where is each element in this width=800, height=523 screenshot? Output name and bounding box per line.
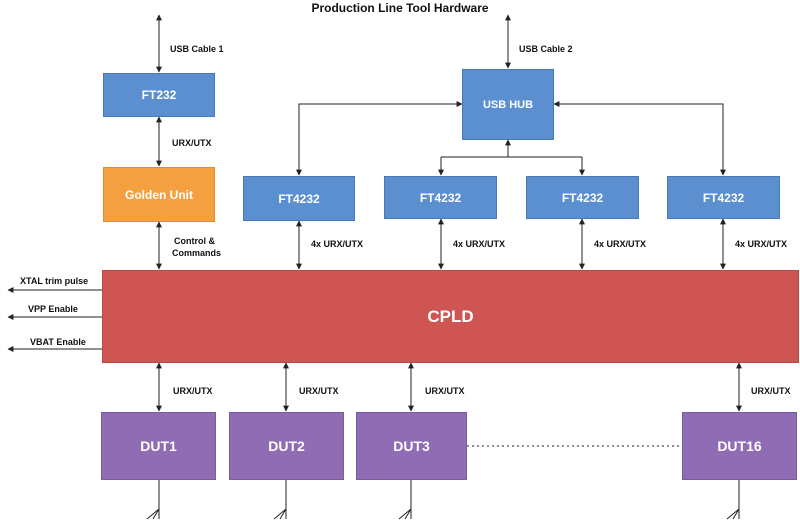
dut1-antenna xyxy=(146,480,160,520)
control-label-line1: Control & xyxy=(174,236,215,246)
ft4232-2-link-label: 4x URX/UTX xyxy=(453,239,506,249)
xtal-trim-label: XTAL trim pulse xyxy=(20,276,89,286)
dut2-link-label: URX/UTX xyxy=(299,386,339,396)
ft4232-box-3: FT4232 xyxy=(526,176,639,219)
cpld-box: CPLD xyxy=(102,270,799,363)
diagram-title: Production Line Tool Hardware xyxy=(311,1,489,15)
ft4232-4-link-label: 4x URX/UTX xyxy=(735,239,788,249)
dut16-box: DUT16 xyxy=(682,412,797,480)
usb-cable-1-label: USB Cable 1 xyxy=(170,44,224,54)
ft4232-box-2: FT4232 xyxy=(384,176,497,219)
hub-ft4232-4-line xyxy=(553,101,726,176)
dut1-box: DUT1 xyxy=(101,412,216,480)
usb-hub-box: USB HUB xyxy=(462,69,554,140)
golden-unit-box: Golden Unit xyxy=(103,167,215,222)
dut2-box: DUT2 xyxy=(229,412,344,480)
control-label-line2: Commands xyxy=(172,248,222,258)
ft4232-box-4: FT4232 xyxy=(667,176,780,219)
dut16-link-label: URX/UTX xyxy=(751,386,791,396)
ft4232-1-link-label: 4x URX/UTX xyxy=(311,239,364,249)
dut3-box: DUT3 xyxy=(356,412,467,480)
dut16-antenna xyxy=(726,480,740,520)
dut1-link-label: URX/UTX xyxy=(173,386,213,396)
ft4232-3-link-label: 4x URX/UTX xyxy=(594,239,647,249)
ft232-golden-label: URX/UTX xyxy=(172,138,212,148)
vpp-enable-label: VPP Enable xyxy=(28,304,78,314)
ft4232-box-1: FT4232 xyxy=(243,176,355,221)
vbat-enable-label: VBAT Enable xyxy=(30,337,86,347)
usb-cable-2-label: USB Cable 2 xyxy=(519,44,573,54)
dut3-antenna xyxy=(398,480,412,520)
dut2-antenna xyxy=(273,480,287,520)
ft232-box: FT232 xyxy=(103,73,215,117)
hub-ft4232-1-line xyxy=(296,101,463,176)
dut3-link-label: URX/UTX xyxy=(425,386,465,396)
